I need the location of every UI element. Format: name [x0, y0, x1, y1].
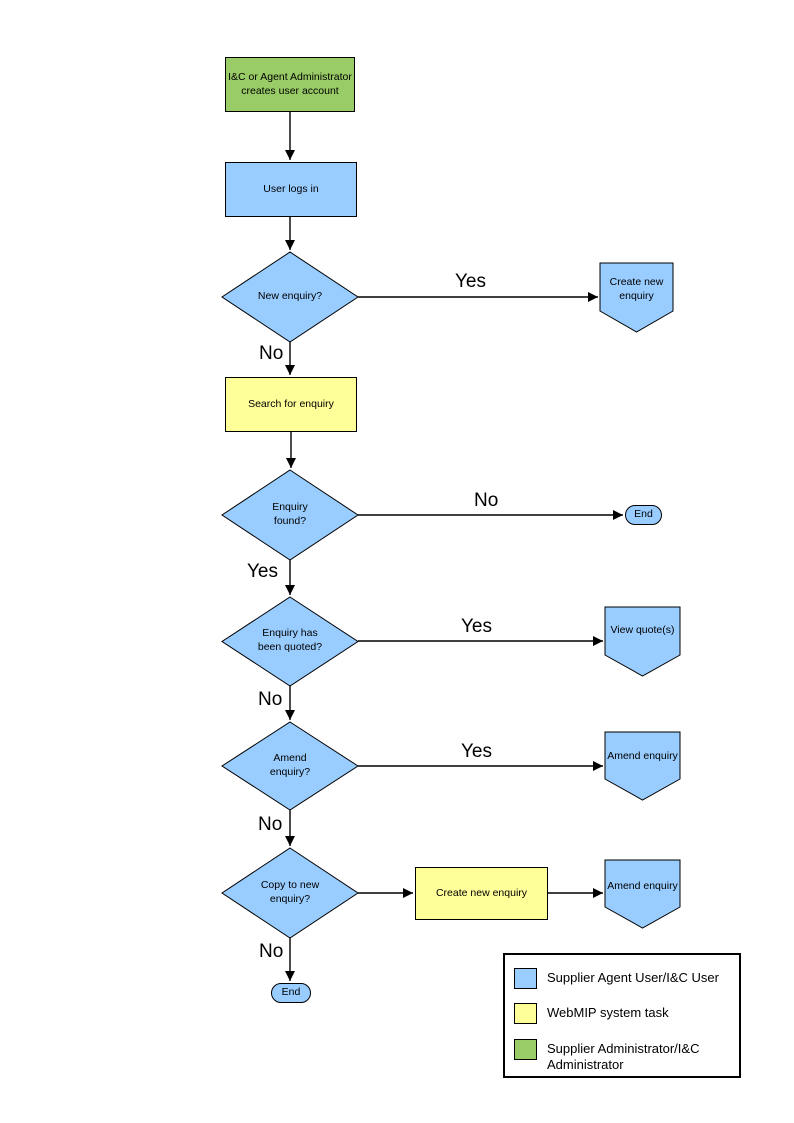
decision-new-enquiry-shape — [221, 251, 359, 343]
legend-box: Supplier Agent User/I&C User WebMIP syst… — [503, 953, 741, 1078]
legend-swatch-yellow — [514, 1003, 537, 1024]
edge-label-copy-no: No — [259, 941, 284, 962]
offpage-view-quotes-shape — [604, 606, 681, 677]
edge-label-quoted-no: No — [258, 689, 283, 710]
process-create-new-enquiry-task: Create new enquiry — [415, 867, 548, 920]
offpage-amend-enquiry-2-shape — [604, 859, 681, 929]
edge-label-amend-no: No — [258, 814, 283, 835]
legend-label-webmip-task: WebMIP system task — [547, 1005, 669, 1020]
legend-item-supplier-agent-user: Supplier Agent User/I&C User — [514, 968, 719, 989]
edge-label-quoted-yes: Yes — [461, 616, 492, 637]
legend-item-webmip-task: WebMIP system task — [514, 1003, 669, 1024]
edge-label-new-enquiry-no: No — [259, 343, 284, 364]
offpage-amend-enquiry-1-shape — [604, 731, 681, 801]
process-create-user-account: I&C or Agent Administrator creates user … — [225, 57, 355, 112]
decision-amend-enquiry-shape — [221, 721, 359, 811]
edge-label-enquiry-found-no: No — [474, 490, 499, 511]
legend-item-supplier-administrator: Supplier Administrator/I&C Administrator — [514, 1039, 699, 1072]
legend-label-supplier-administrator: Supplier Administrator/I&C Administrator — [547, 1041, 700, 1072]
terminator-end-right: End — [625, 505, 662, 525]
decision-enquiry-found-shape — [221, 469, 359, 561]
offpage-create-new-enquiry-shape — [599, 262, 674, 333]
process-user-logs-in: User logs in — [225, 162, 357, 217]
edge-label-new-enquiry-yes: Yes — [455, 271, 486, 292]
connector-lines — [285, 112, 623, 981]
decision-enquiry-quoted-shape — [221, 596, 359, 687]
legend-label-supplier-agent-user: Supplier Agent User/I&C User — [547, 970, 719, 985]
edge-label-amend-yes: Yes — [461, 741, 492, 762]
terminator-end-bottom: End — [271, 983, 311, 1003]
process-search-for-enquiry: Search for enquiry — [225, 377, 357, 432]
decision-copy-to-new-shape — [221, 847, 359, 939]
legend-swatch-green — [514, 1039, 537, 1060]
legend-swatch-blue — [514, 968, 537, 989]
edge-label-enquiry-found-yes: Yes — [247, 561, 278, 582]
